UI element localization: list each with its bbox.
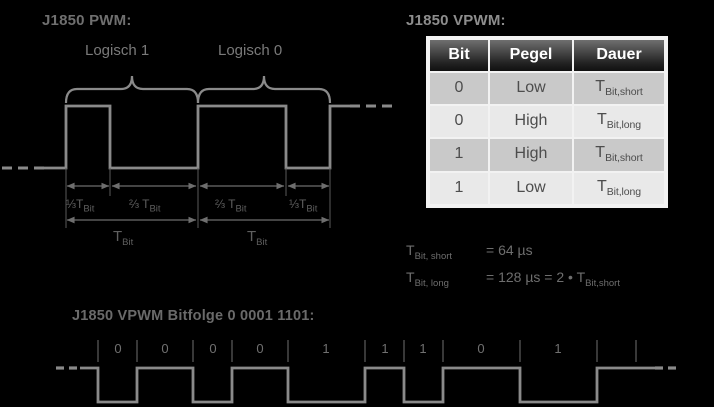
- column-header-pegel: Pegel: [490, 40, 572, 71]
- bitstream-trace: [80, 366, 658, 404]
- cell-bit: 0: [430, 106, 488, 138]
- pwm-trace: [44, 104, 352, 170]
- formula-row-short: TBit, short = 64 µs: [406, 240, 620, 267]
- bit-label: 0: [256, 341, 264, 356]
- bit-label: 1: [419, 341, 427, 356]
- cell-pegel: Low: [490, 172, 572, 204]
- table-row: 0 High TBit,long: [430, 106, 664, 138]
- dim-label-0: ⅓TBit: [66, 197, 95, 215]
- cell-pegel: Low: [490, 73, 572, 105]
- period-label-1: TBit: [247, 228, 268, 248]
- formula-row-long: TBit, long = 128 µs = 2 • TBit,short: [406, 267, 620, 294]
- column-header-bit: Bit: [430, 40, 488, 71]
- cell-bit: 0: [430, 73, 488, 105]
- pwm-panel: J1850 PWM: Logisch 1 Logisch 0: [0, 0, 396, 300]
- formula-symbol-long: TBit, long: [406, 268, 449, 289]
- bit-label: 0: [477, 341, 485, 356]
- formula-symbol-short: TBit, short: [406, 242, 453, 262]
- column-header-dauer: Dauer: [574, 40, 664, 71]
- bit-label: 1: [381, 341, 389, 356]
- cell-bit: 1: [430, 172, 488, 204]
- cell-pegel: High: [490, 139, 572, 171]
- bit-label: 1: [322, 341, 330, 356]
- bit-label: 0: [114, 341, 122, 356]
- pwm-title: J1850 PWM:: [42, 12, 132, 29]
- vpwm-title: J1850 VPWM:: [406, 12, 506, 29]
- bit-tick-group: [97, 340, 637, 362]
- table-header-row: Bit Pegel Dauer: [430, 40, 664, 71]
- bitstream-title: J1850 VPWM Bitfolge 0 0001 1101:: [72, 308, 315, 324]
- table-row: 1 Low TBit,long: [430, 172, 664, 204]
- bit-label: 0: [209, 341, 217, 356]
- timing-formulas: TBit, short = 64 µs TBit, long = 128 µs …: [406, 240, 620, 294]
- formula-expression-long: = 128 µs = 2 • TBit,short: [486, 268, 620, 289]
- table-row: 0 Low TBit,short: [430, 73, 664, 105]
- vpwm-panel: J1850 VPWM:: [396, 0, 714, 300]
- bitstream-panel: J1850 VPWM Bitfolge 0 0001 1101:: [0, 300, 714, 407]
- dim-label-1: ⅔ TBit: [129, 197, 161, 215]
- vpwm-table: Bit Pegel Dauer 0 Low TBit,short 0 High …: [426, 36, 668, 208]
- brace-label-logisch1: Logisch 1: [85, 42, 150, 59]
- period-label-0: TBit: [113, 228, 134, 248]
- brace-label-logisch0: Logisch 0: [218, 42, 283, 59]
- pwm-waveform-svg: [2, 75, 392, 228]
- cell-dauer: TBit,long: [574, 106, 664, 138]
- bitstream-waveform-svg: [56, 340, 676, 404]
- cell-dauer: TBit,long: [574, 172, 664, 204]
- bit-label: 0: [161, 341, 169, 356]
- cell-bit: 1: [430, 139, 488, 171]
- cell-pegel: High: [490, 106, 572, 138]
- bit-label: 1: [554, 341, 562, 356]
- cell-dauer: TBit,short: [574, 73, 664, 105]
- table-row: 1 High TBit,short: [430, 139, 664, 171]
- formula-expression-short: = 64 µs: [486, 242, 533, 258]
- dim-label-3: ⅓TBit: [289, 197, 318, 215]
- cell-dauer: TBit,short: [574, 139, 664, 171]
- dim-label-2: ⅔ TBit: [215, 197, 247, 215]
